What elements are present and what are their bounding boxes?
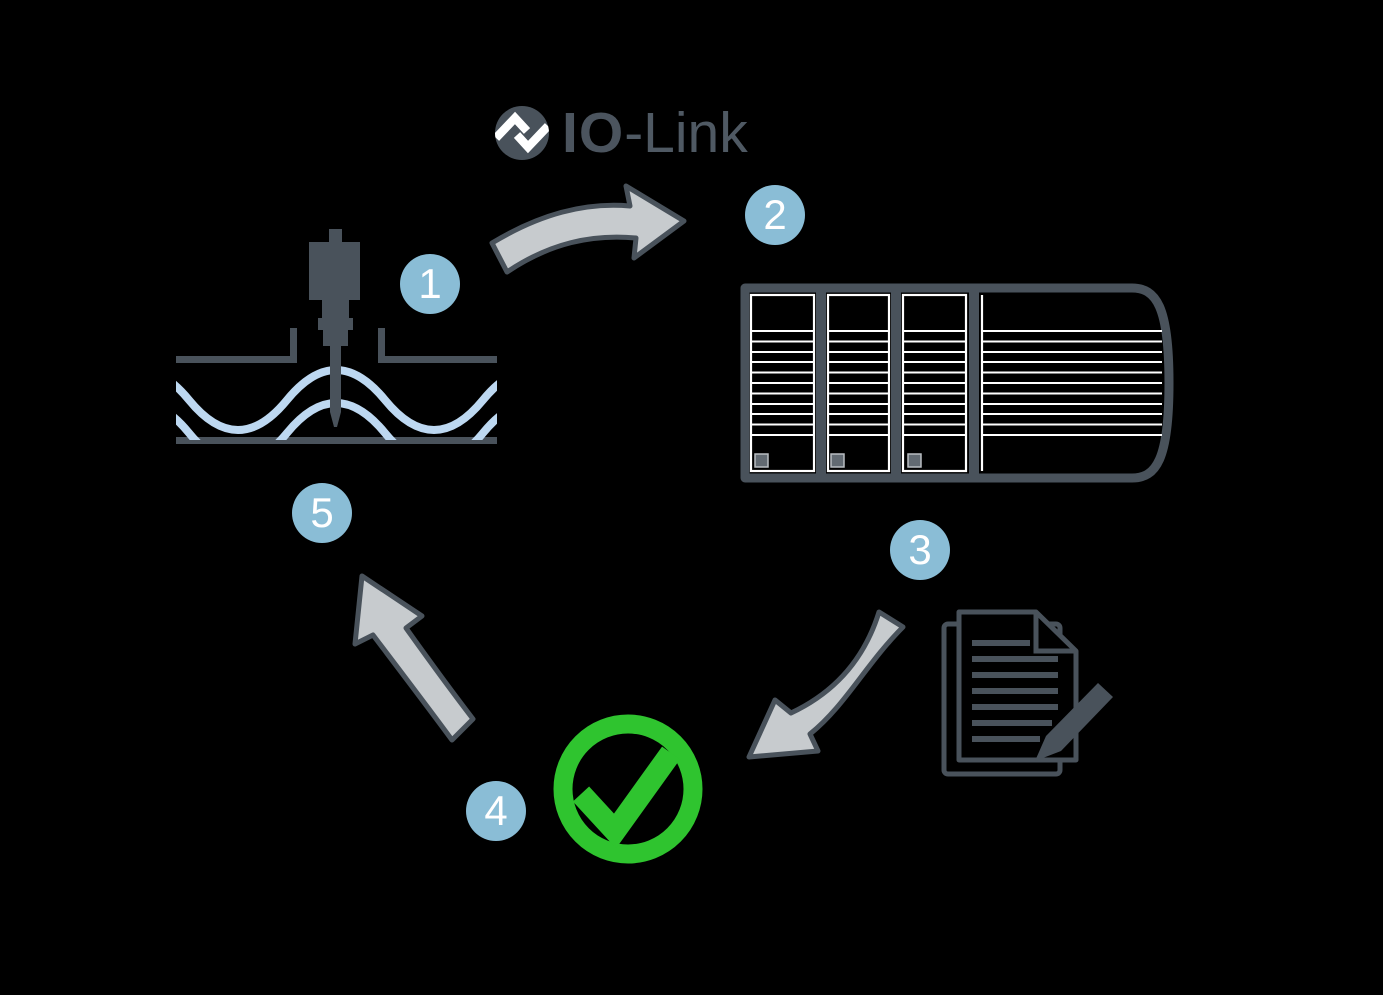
io-link-wordmark-light: -Link xyxy=(624,101,748,165)
check-circle-icon xyxy=(553,714,703,864)
step-badge-5: 5 xyxy=(292,483,352,543)
step-badge-4: 4 xyxy=(466,781,526,841)
io-link-wordmark: IO-Link xyxy=(562,104,748,162)
io-link-logo: IO-Link xyxy=(494,104,748,162)
step-badge-2: 2 xyxy=(745,185,805,245)
step-badge-3: 3 xyxy=(890,520,950,580)
io-link-wordmark-bold: IO xyxy=(562,101,625,165)
level-sensor-icon xyxy=(176,229,497,444)
plc-vent-lines xyxy=(752,330,813,436)
io-link-logo-icon xyxy=(495,106,549,160)
document-pen-icon xyxy=(941,609,1113,777)
arrow-sensor-to-plc xyxy=(489,183,687,275)
arrow-plc-to-check xyxy=(746,609,906,760)
plc-vent-lines xyxy=(904,330,965,436)
plc-vent-lines xyxy=(829,330,888,436)
step-badge-1: 1 xyxy=(400,254,460,314)
plc-vent-lines xyxy=(982,330,1162,436)
arrow-check-to-sensor xyxy=(352,573,476,743)
document-text-lines xyxy=(972,640,1058,742)
pen-icon xyxy=(1035,683,1113,761)
